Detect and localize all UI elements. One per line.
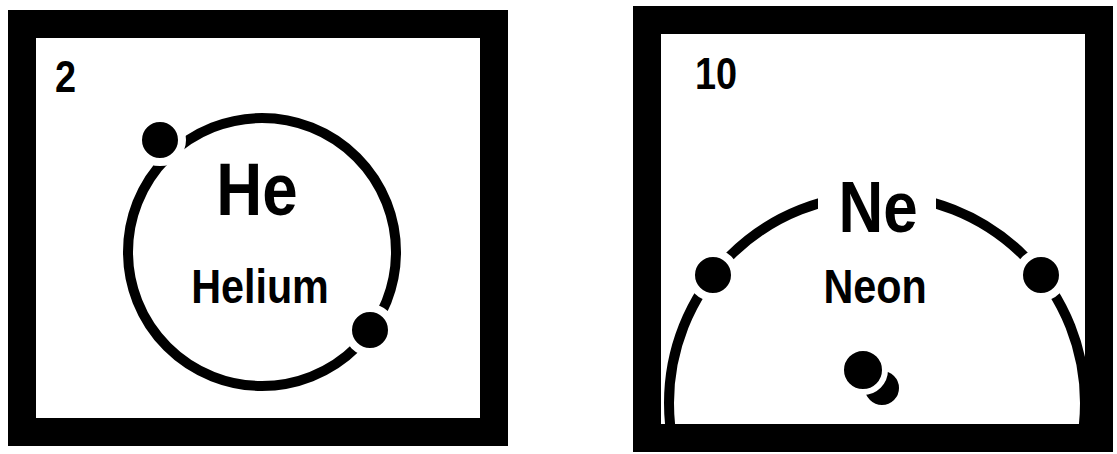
element-tile: 10NeNeon [633, 6, 1113, 452]
nucleus-particle [841, 348, 885, 392]
element-tile: 2HeHelium [8, 10, 508, 446]
electron [138, 118, 182, 162]
electron [348, 308, 392, 352]
electron [691, 253, 735, 297]
element-name: Neon [823, 263, 926, 311]
electron [1019, 253, 1063, 297]
atomic-number: 2 [55, 55, 76, 99]
atomic-number: 10 [695, 52, 737, 96]
element-name: Helium [191, 263, 329, 311]
element-symbol: He [216, 153, 297, 227]
electron-orbit [128, 118, 396, 386]
element-symbol: Ne [838, 171, 917, 243]
